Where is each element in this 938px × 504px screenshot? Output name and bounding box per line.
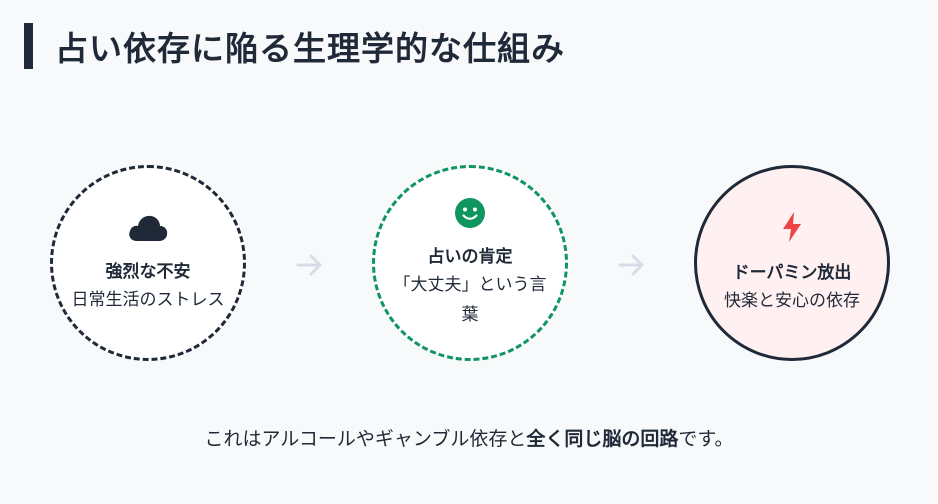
title-accent-bar <box>24 23 33 69</box>
step-label: ドーパミン放出 <box>732 263 852 283</box>
step-label: 占いの肯定 <box>427 247 513 267</box>
arrow-right-icon <box>293 248 327 282</box>
smiley-icon <box>454 196 486 230</box>
step-description: 「大丈夫」という言葉 <box>393 275 547 325</box>
step-dopamine-circle: ドーパミン放出 快楽と安心の依存 <box>694 165 890 361</box>
step-label: 強烈な不安 <box>105 262 191 282</box>
footer-text: これはアルコールやギャンブル依存と <box>204 428 527 450</box>
arrow-right-icon <box>615 248 649 282</box>
footer-note: これはアルコールやギャンブル依存と全く同じ脳の回路です。 <box>0 424 938 451</box>
cloud-icon <box>127 211 169 245</box>
step-description: 快楽と安心の依存 <box>724 291 860 311</box>
footer-text-end: です。 <box>678 428 734 450</box>
step-affirmation-circle: 占いの肯定 「大丈夫」という言葉 <box>372 165 568 361</box>
footer-emphasis: 全く同じ脳の回路 <box>526 428 679 450</box>
page-title: 占い依存に陥る生理学的な仕組み <box>55 29 565 68</box>
title-block: 占い依存に陥る生理学的な仕組み <box>24 22 565 70</box>
step-anxiety-circle: 強烈な不安 日常生活のストレス <box>50 165 246 361</box>
step-description: 日常生活のストレス <box>71 290 225 310</box>
lightning-bolt-icon <box>780 210 804 244</box>
